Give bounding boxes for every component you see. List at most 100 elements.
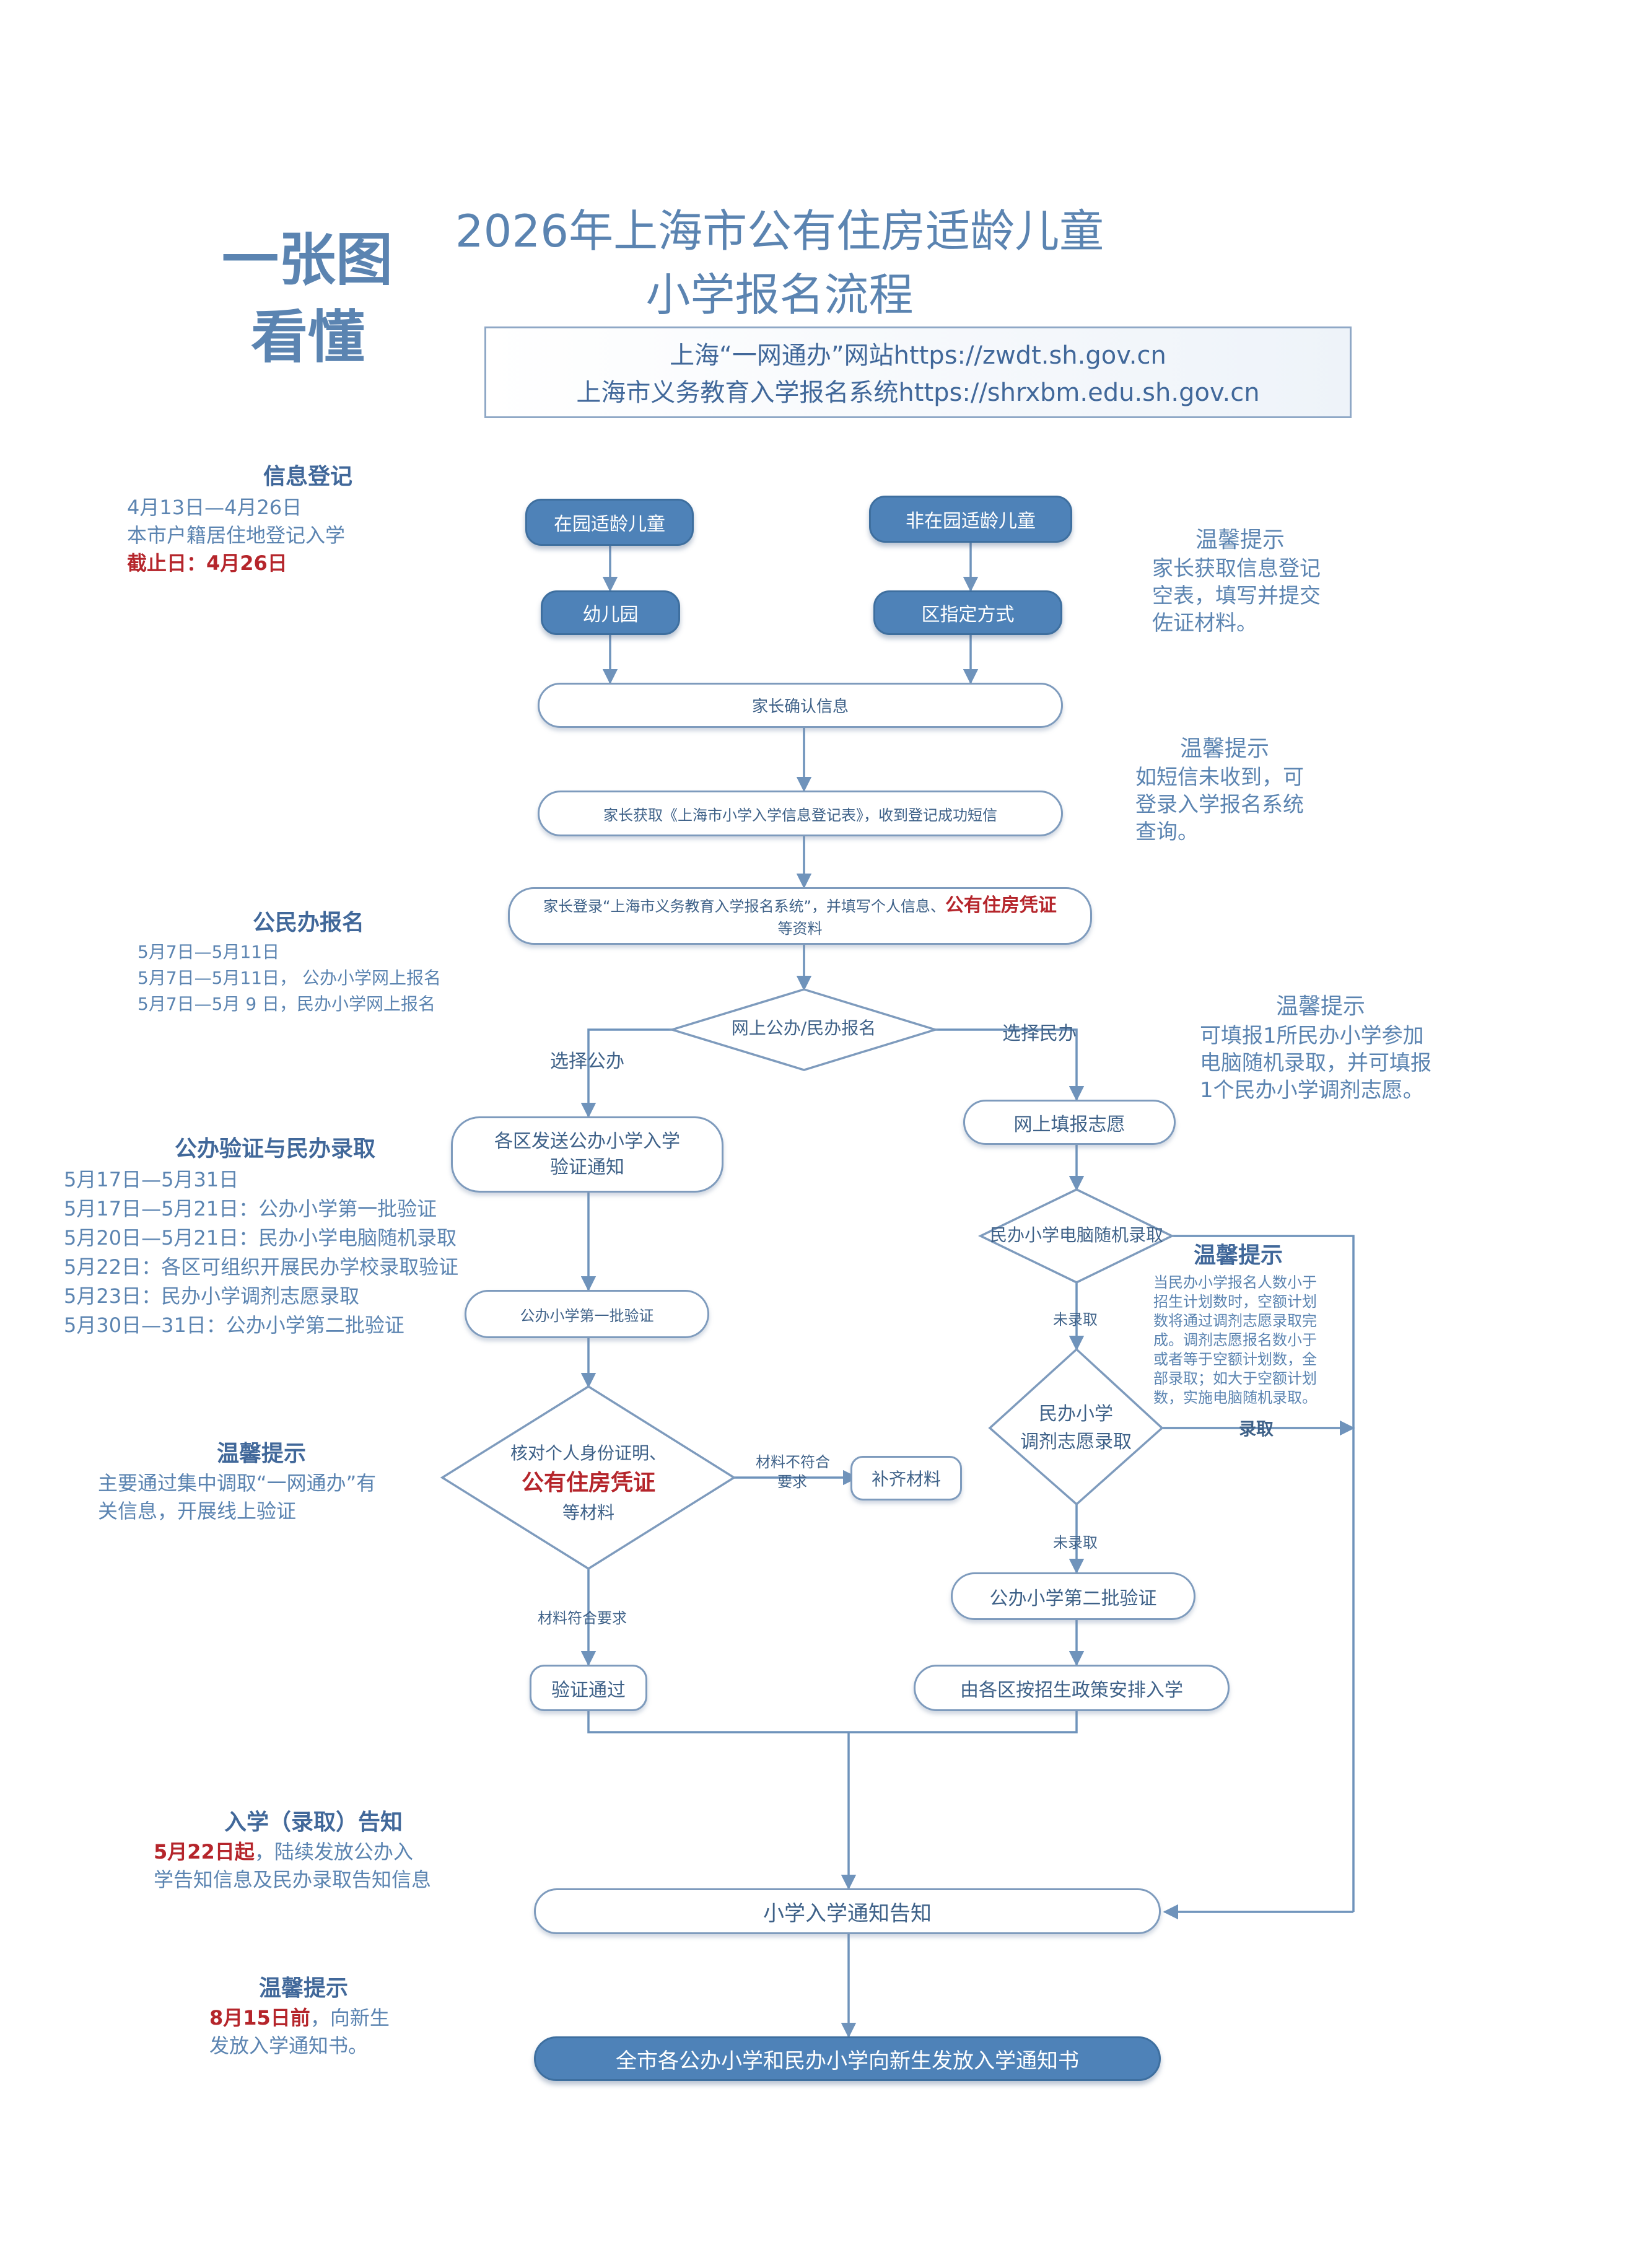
node-district-notice-line2: 验证通知: [550, 1156, 624, 1178]
node-parent-login-red: 公有住房凭证: [945, 895, 1057, 917]
node-verify-docs-line3: 等材料: [562, 1502, 614, 1523]
node-kindergarten: 幼儿园: [541, 590, 680, 635]
node-verify-docs: 核对个人身份证明、 公有住房凭证 等材料: [442, 1440, 735, 1526]
tip4-line1: 当民办小学报名人数小于: [1153, 1274, 1317, 1291]
tip4-line2: 招生计划数时，空额计划: [1153, 1293, 1317, 1310]
node-parent-login-text: 家长登录“上海市义务教育入学报名系统”，并填写个人信息、: [543, 898, 945, 916]
tip1-title: 温馨提示: [1195, 527, 1285, 553]
node-verify-docs-line1: 核对个人身份证明、: [510, 1443, 666, 1463]
public-private-line1: 5月7日—5月11日: [138, 942, 280, 962]
notice-date: 5月22日起: [154, 1840, 255, 1864]
node-private-adjust-line1: 民办小学: [1039, 1403, 1113, 1425]
node-parent-confirm: 家长确认信息: [538, 683, 1063, 728]
public-private-title: 公民办报名: [253, 910, 365, 935]
tip3-line3: 1个民办小学调剂志愿。: [1200, 1078, 1424, 1103]
node-kindergarten-child: 在园适龄儿童: [525, 499, 694, 546]
verification-line4: 5月22日：各区可组织开展民办学校录取验证: [64, 1255, 459, 1279]
diamond-online-register: [668, 988, 939, 1071]
label-not-meet-line2: 要求: [777, 1473, 807, 1491]
public-private-line2: 5月7日—5月11日， 公办小学网上报名: [138, 968, 441, 988]
tip-verify-line2: 关信息，开展线上验证: [98, 1499, 297, 1523]
node-admission-notice: 小学入学通知告知: [534, 1888, 1161, 1934]
node-online-wish: 网上填报志愿: [963, 1100, 1176, 1145]
tip2-line1: 如短信未收到，可: [1135, 765, 1304, 790]
verification-line3: 5月20日—5月21日：民办小学电脑随机录取: [64, 1226, 457, 1250]
node-district-method: 区指定方式: [873, 590, 1062, 635]
slogan-line2: 看懂: [251, 304, 365, 370]
tip4-title: 温馨提示: [1194, 1243, 1283, 1268]
verification-title: 公办验证与民办录取: [175, 1136, 376, 1162]
tip3-line1: 可填报1所民办小学参加: [1200, 1023, 1424, 1048]
website-zwdt-link[interactable]: 上海“一网通办”网站https://zwdt.sh.gov.cn: [670, 341, 1166, 370]
tip-verify-line1: 主要通过集中调取“一网通办”有: [98, 1471, 377, 1495]
registration-date: 4月13日—4月26日: [127, 496, 302, 519]
tip4-line6: 部录取；如大于空额计划: [1153, 1370, 1317, 1387]
node-parent-login-line2: 等资料: [777, 919, 823, 937]
line-random-admitted: [1172, 1235, 1355, 1912]
label-admitted: 录取: [1239, 1419, 1274, 1439]
page-title-line2: 小学报名流程: [645, 269, 914, 321]
node-parent-login-line1: 家长登录“上海市义务教育入学报名系统”，并填写个人信息、公有住房凭证: [543, 893, 1057, 919]
node-public-first-verify: 公办小学第一批验证: [465, 1290, 709, 1338]
label-choose-public: 选择公办: [550, 1051, 624, 1072]
node-private-adjust: 民办小学 调剂志愿录取: [990, 1400, 1162, 1456]
node-final-notice: 全市各公办小学和民办小学向新生发放入学通知书: [534, 2036, 1161, 2081]
node-district-notice-line1: 各区发送公办小学入学: [494, 1130, 680, 1152]
tip2-line3: 查询。: [1135, 820, 1199, 844]
page-title-line1: 2026年上海市公有住房适龄儿童: [455, 205, 1104, 257]
notice-line1-rest: ，陆续发放公办入: [254, 1840, 413, 1864]
label-meet-requirements: 材料符合要求: [538, 1610, 627, 1627]
tip1-line3: 佐证材料。: [1152, 611, 1257, 636]
node-private-random: 民办小学电脑随机录取: [989, 1225, 1163, 1245]
registration-desc: 本市户籍居住地登记入学: [127, 524, 346, 547]
line-register-to-public: [580, 1028, 672, 1118]
line-merge: [587, 1711, 1078, 1733]
tip1-line2: 空表，填写并提交: [1152, 584, 1321, 608]
tip4-line5: 或者等于空额计划数，全: [1153, 1351, 1317, 1368]
label-not-meet-line1: 材料不符合: [756, 1453, 830, 1471]
tip-verify-title: 温馨提示: [217, 1441, 307, 1466]
label-not-admitted-2: 未录取: [1053, 1534, 1098, 1551]
tip3-title: 温馨提示: [1276, 994, 1366, 1019]
verification-line2: 5月17日—5月21日：公办小学第一批验证: [64, 1197, 437, 1220]
diamond-private-random: [977, 1188, 1174, 1284]
tip4-line3: 数将通过调剂志愿录取完: [1153, 1312, 1317, 1330]
slogan-line1: 一张图: [222, 227, 393, 293]
registration-deadline: 截止日：4月26日: [127, 551, 287, 575]
tip-final-line1-rest: ，向新生: [310, 2006, 390, 2030]
tip4-line7: 数，实施电脑随机录取。: [1153, 1389, 1317, 1406]
public-private-line3: 5月7日—5月 9 日，民办小学网上报名: [138, 994, 436, 1014]
website-box: 上海“一网通办”网站https://zwdt.sh.gov.cn 上海市义务教育…: [484, 326, 1352, 418]
node-verify-docs-line2: 公有住房凭证: [521, 1470, 655, 1496]
tip2-title: 温馨提示: [1180, 736, 1270, 761]
verification-line1: 5月17日—5月31日: [64, 1168, 239, 1191]
node-private-adjust-line2: 调剂志愿录取: [1020, 1431, 1132, 1453]
tip3-line2: 电脑随机录取，并可填报: [1200, 1051, 1431, 1076]
line-register-to-private: [935, 1028, 1085, 1102]
node-parent-login: 家长登录“上海市义务教育入学报名系统”，并填写个人信息、公有住房凭证 等资料: [508, 887, 1092, 945]
diamond-private-adjust: [988, 1347, 1164, 1506]
tip-final-title: 温馨提示: [259, 1976, 349, 2001]
node-district-arrange: 由各区按招生政策安排入学: [914, 1665, 1230, 1711]
tip-final-line1: 8月15日前，向新生: [209, 2006, 390, 2030]
node-district-notice: 各区发送公办小学入学 验证通知: [451, 1116, 723, 1193]
label-not-admitted-1: 未录取: [1053, 1311, 1098, 1328]
node-supplement: 补齐材料: [850, 1456, 962, 1501]
tip2-line2: 登录入学报名系统: [1135, 792, 1304, 817]
website-shrxbm-link[interactable]: 上海市义务教育入学报名系统https://shrxbm.edu.sh.gov.c…: [576, 379, 1260, 407]
notice-line1: 5月22日起，陆续发放公办入: [154, 1840, 413, 1864]
registration-title: 信息登记: [263, 464, 353, 489]
node-public-second-verify: 公办小学第二批验证: [951, 1572, 1195, 1620]
verification-line5: 5月23日：民办小学调剂志愿录取: [64, 1284, 360, 1308]
notice-line2: 学告知信息及民办录取告知信息: [154, 1868, 432, 1891]
tip-final-date: 8月15日前: [209, 2006, 310, 2030]
tip-final-line2: 发放入学通知书。: [209, 2034, 369, 2057]
verification-line6: 5月30日—31日：公办小学第二批验证: [64, 1313, 404, 1337]
notice-title: 入学（录取）告知: [224, 1810, 403, 1835]
node-parent-get-form: 家长获取《上海市小学入学信息登记表》，收到登记成功短信: [538, 791, 1063, 836]
tip4-line4: 成。调剂志愿报名数小于: [1153, 1331, 1317, 1349]
diamond-verify-docs: [440, 1385, 736, 1571]
label-choose-private: 选择民办: [1002, 1023, 1077, 1045]
